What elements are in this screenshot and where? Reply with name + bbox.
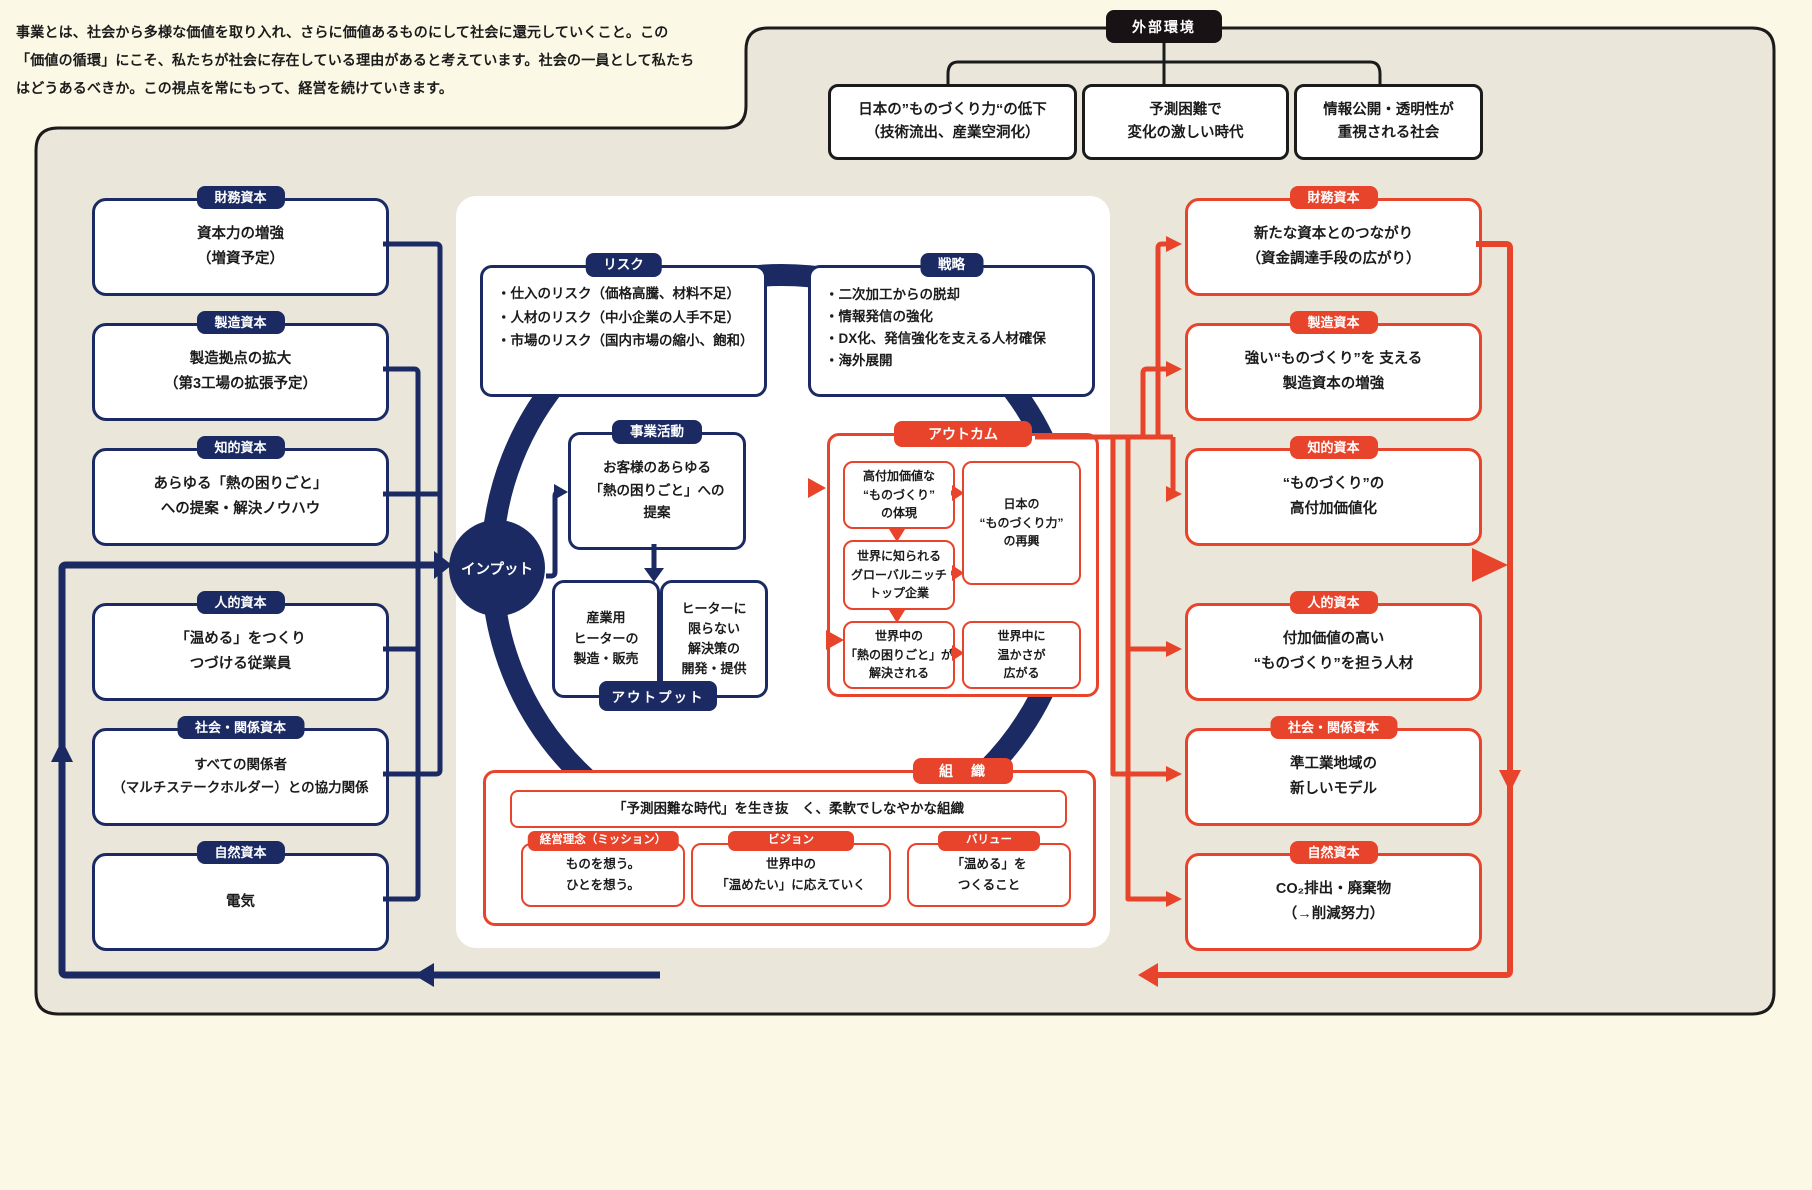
left-capital-human-label: 人的資本 [196,591,285,614]
right-capital-natural-text: CO₂排出・廃棄物 （→削減努力） [1275,881,1392,922]
right-capital-manufacturing-label: 製造資本 [1289,311,1378,334]
right-capital-financial-text: 新たな資本とのつながり （資金調達手段の広がり） [1246,226,1421,267]
external-env-box-monozukuri-decline: 日本の”ものづくり力“の低下 （技術流出、産業空洞化） [828,84,1077,160]
left-capital-financial: 財務資本 資本力の増強 （増資予定） [92,186,389,296]
left-capital-human-text: 「温める」をつくり つづける従業員 [175,631,306,672]
input-circle: インプット [449,520,545,616]
left-capital-social-label: 社会・関係資本 [176,716,305,739]
right-capital-social-text: 準工業地域の 新しいモデル [1290,756,1377,797]
right-capital-financial: 財務資本 新たな資本とのつながり （資金調達手段の広がり） [1185,186,1482,296]
right-capital-intellectual-label: 知的資本 [1289,436,1378,459]
risk-box: リスク ・仕入のリスク（価格高騰、材料不足） ・人材のリスク（中小企業の人手不足… [480,253,767,397]
risk-label: リスク [585,253,662,277]
mission-text: ものを想う。 ひとを想う。 [565,857,641,892]
right-capital-financial-label: 財務資本 [1289,186,1378,209]
strategy-box: 戦略 ・二次加工からの脱却 ・情報発信の強化 ・DX化、発信強化を支える人材確保… [808,253,1095,397]
right-capital-social-label: 社会・関係資本 [1269,716,1398,739]
left-capital-manufacturing: 製造資本 製造拠点の拡大 （第3工場の拡張予定） [92,311,389,421]
business-activity-box: 事業活動 お客様のあらゆる 「熱の困りごと」への 提案 [568,420,746,550]
outcome-box-global-niche: 世界に知られる グローバルニッチ トップ企業 [843,540,955,610]
outcome-box-warmth-spreads: 世界中に 温かさが 広がる [962,621,1081,689]
left-capital-natural-label: 自然資本 [196,841,285,864]
right-capital-natural-label: 自然資本 [1289,841,1378,864]
right-capital-social: 社会・関係資本 準工業地域の 新しいモデル [1185,716,1482,826]
strategy-item: ・海外展開 [825,352,893,368]
organization-label: 組 織 [913,758,1013,784]
external-env-connectors [946,43,1382,84]
left-capital-manufacturing-label: 製造資本 [196,311,285,334]
output-box-solutions: ヒーターに 限らない 解決策の 開発・提供 [660,580,768,698]
strategy-label: 戦略 [920,253,983,277]
intro-text: 事業とは、社会から多様な価値を取り入れ、さらに価値あるものにして社会に還元してい… [16,24,695,96]
mission-box: 経営理念（ミッション） ものを想う。 ひとを想う。 [521,831,685,907]
right-capital-intellectual-text: “ものづくり”の 高付加価値化 [1282,476,1385,517]
outcome-box-heat-problems-solved: 世界中の 「熱の困りごと」が 解決される [843,621,955,689]
left-capital-manufacturing-text: 製造拠点の拡大 （第3工場の拡張予定） [163,351,318,392]
right-capital-intellectual: 知的資本 “ものづくり”の 高付加価値化 [1185,436,1482,546]
left-capital-human: 人的資本 「温める」をつくり つづける従業員 [92,591,389,701]
right-capital-manufacturing: 製造資本 強い“ものづくり”を 支える 製造資本の増強 [1185,311,1482,421]
left-capital-social-text: すべての関係者 （マルチステークホルダー）との協力関係 [112,757,369,795]
risk-item: ・市場のリスク（国内市場の縮小、飽和） [497,333,754,349]
left-capital-intellectual-label: 知的資本 [196,436,285,459]
business-activity-label: 事業活動 [612,420,702,444]
left-capital-financial-text: 資本力の増強 （増資予定） [197,226,284,267]
outcome-label: アウトカム [894,421,1032,447]
outcome-box-japan-revival: 日本の “ものづくり力” の再興 [962,461,1081,585]
left-capital-intellectual: 知的資本 あらゆる「熱の困りごと」 への提案・解決ノウハウ [92,436,389,546]
left-capital-natural: 自然資本 電気 [92,841,389,951]
vision-text: 世界中の 「温めたい」に応えていく [716,857,866,892]
left-capital-financial-label: 財務資本 [196,186,285,209]
external-env-box-transparency: 情報公開・透明性が 重視される社会 [1294,84,1483,160]
business-activity-text: お客様のあらゆる 「熱の困りごと」への 提案 [589,459,725,521]
organization-container: 組 織 「予測困難な時代」を生き抜 く、柔軟でしなやかな組織 経営理念（ミッショ… [483,758,1096,926]
left-capital-social: 社会・関係資本 すべての関係者 （マルチステークホルダー）との協力関係 [92,716,389,826]
mission-label: 経営理念（ミッション） [527,831,679,851]
value-box: バリュー 「温める」を つくること [907,831,1071,907]
strategy-item: ・情報発信の強化 [825,308,933,324]
right-capital-manufacturing-text: 強い“ものづくり”を 支える 製造資本の増強 [1244,351,1423,392]
value-text: 「温める」を つくること [951,857,1027,892]
risk-item: ・仕入のリスク（価格高騰、材料不足） [497,286,740,301]
value-label: バリュー [938,831,1040,851]
right-capital-human-label: 人的資本 [1289,591,1378,614]
organization-headline: 「予測困難な時代」を生き抜 く、柔軟でしなやかな組織 [510,790,1067,828]
strategy-item: ・二次加工からの脱却 [825,287,960,302]
external-environment-label: 外部環境 [1106,10,1222,43]
vision-label: ビジョン [728,831,854,851]
strategy-item: ・DX化、発信強化を支える人材確保 [825,330,1046,346]
left-capital-natural-text: 電気 [226,893,255,910]
vision-box: ビジョン 世界中の 「温めたい」に応えていく [691,831,891,907]
risk-item: ・人材のリスク（中小企業の人手不足） [497,309,740,325]
outcome-container: アウトカム 高付加価値な “ものづくり” の体現 世界に知られる グローバルニッ… [827,421,1099,697]
output-label: アウトプット [599,681,717,711]
right-capital-natural: 自然資本 CO₂排出・廃棄物 （→削減努力） [1185,841,1482,951]
left-capital-intellectual-text: あらゆる「熱の困りごと」 への提案・解決ノウハウ [153,476,328,517]
external-env-box-unpredictable-era: 予測困難で 変化の激しい時代 [1082,84,1289,160]
right-capital-human: 人的資本 付加価値の高い “ものづくり”を担う人材 [1185,591,1482,701]
right-capital-human-text: 付加価値の高い “ものづくり”を担う人材 [1253,631,1414,672]
outcome-box-high-value: 高付加価値な “ものづくり” の体現 [843,461,955,529]
